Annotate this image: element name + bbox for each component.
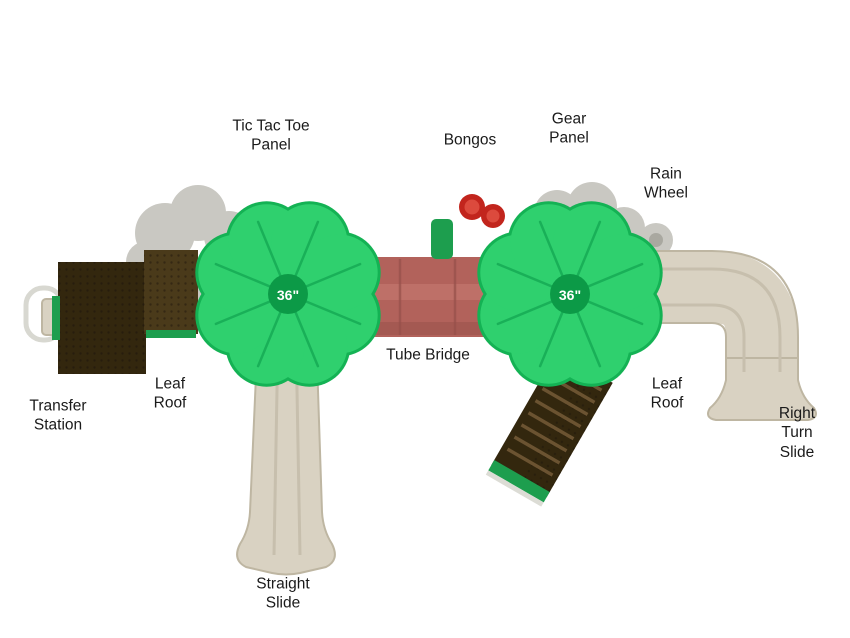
label-tube-bridge: Tube Bridge bbox=[386, 346, 470, 364]
label-bongos: Bongos bbox=[443, 131, 497, 149]
tube-bridge-shape bbox=[352, 219, 508, 337]
roof-size-badge-right: 36" bbox=[558, 287, 582, 303]
bongos-shape bbox=[459, 194, 505, 228]
label-rain-wheel: Rain Wheel bbox=[644, 165, 688, 202]
label-right-turn-slide: Right Turn Slide bbox=[778, 404, 816, 461]
label-leaf-roof-right: Leaf Roof bbox=[650, 375, 684, 412]
label-tic-tac-toe-panel: Tic Tac Toe Panel bbox=[232, 117, 310, 154]
roof-size-badge-left: 36" bbox=[276, 287, 300, 303]
ramp-shape bbox=[485, 350, 613, 507]
label-gear-panel: Gear Panel bbox=[549, 110, 589, 147]
right-turn-slide-shape bbox=[628, 250, 817, 421]
label-leaf-roof-left: Leaf Roof bbox=[153, 375, 187, 412]
label-straight-slide: Straight Slide bbox=[256, 575, 310, 612]
transfer-station-structure bbox=[41, 250, 198, 374]
label-transfer-station: Transfer Station bbox=[29, 397, 87, 434]
